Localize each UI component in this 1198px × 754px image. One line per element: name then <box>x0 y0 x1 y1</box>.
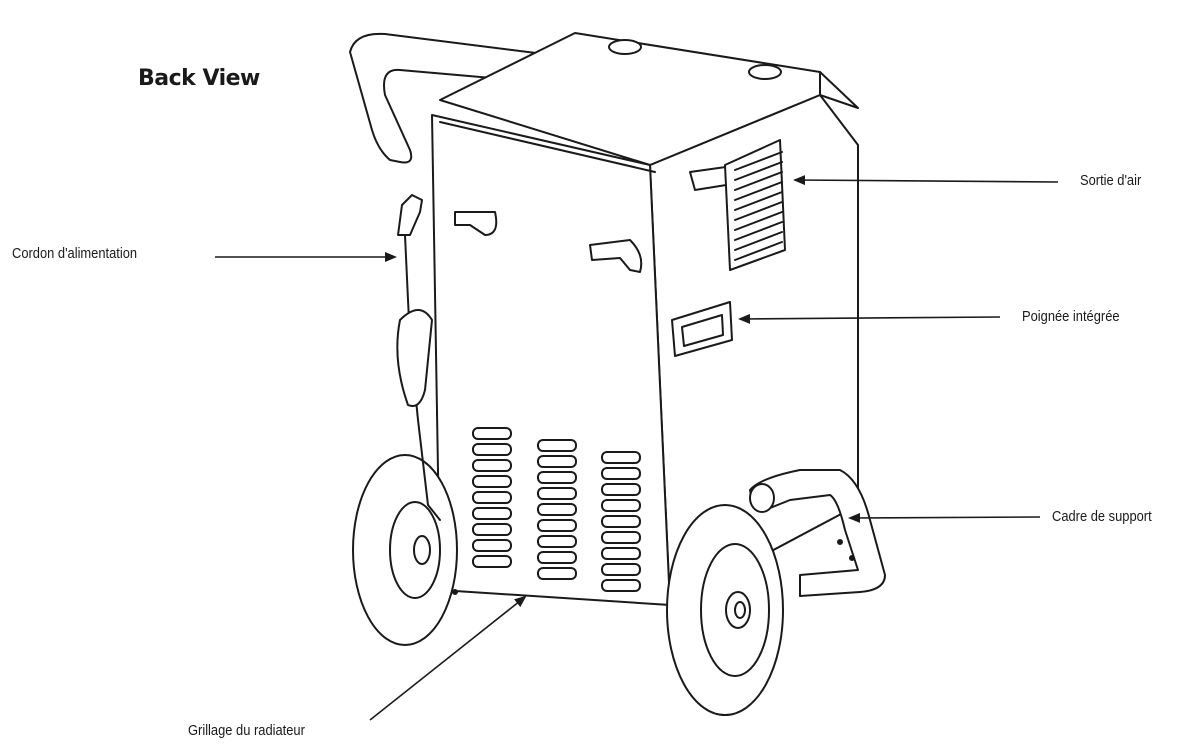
arrow-support-frame <box>848 512 1041 523</box>
arrow-handle <box>738 313 1001 324</box>
top-hole-icon <box>608 39 642 55</box>
grill-column <box>472 427 512 568</box>
arrow-air-outlet <box>793 175 1059 186</box>
label-handle: Poignée intégrée <box>1022 308 1120 325</box>
arrow-radiator-grill <box>369 595 527 721</box>
label-power-cord: Cordon d'alimentation <box>12 245 138 262</box>
cord-hook-icon <box>589 239 643 273</box>
grill-column <box>537 439 577 580</box>
cord-hook-icon <box>454 211 498 236</box>
air-outlet-louvers <box>724 139 786 271</box>
support-frame <box>749 469 886 597</box>
diagram-title: Back View <box>138 66 260 91</box>
radiator-grill-slots <box>472 427 641 592</box>
right-wheel <box>666 504 784 716</box>
power-cord <box>396 194 441 521</box>
top-hole-icon <box>748 64 782 80</box>
label-air-outlet: Sortie d'air <box>1080 172 1142 189</box>
left-wheel <box>352 454 458 646</box>
label-radiator-grill: Grillage du radiateur <box>188 722 305 739</box>
label-support-frame: Cadre de support <box>1052 508 1152 525</box>
grill-column <box>601 451 641 592</box>
integrated-handle <box>671 301 733 357</box>
